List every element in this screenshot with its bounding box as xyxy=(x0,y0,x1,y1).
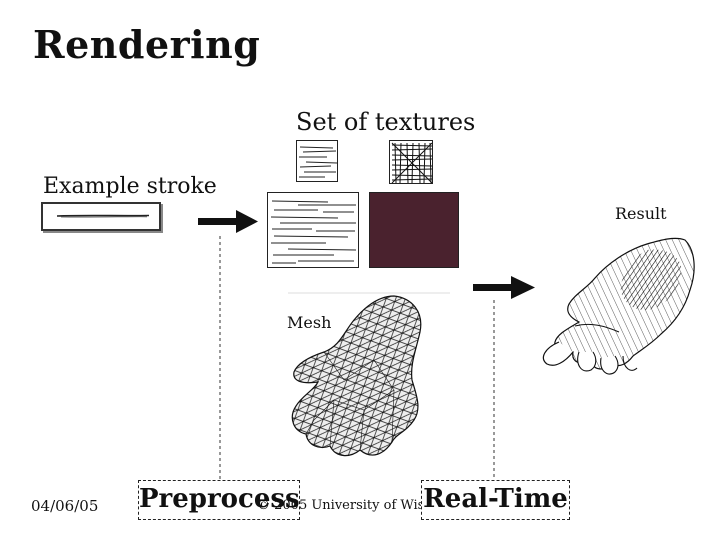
texture-light-small xyxy=(296,140,338,182)
realtime-label: Real-Time xyxy=(423,484,568,514)
example-stroke-label: Example stroke xyxy=(43,174,217,199)
slide-title: Rendering xyxy=(33,22,261,67)
right-arrow-icon xyxy=(473,276,535,299)
result-label: Result xyxy=(615,204,667,223)
right-arrow-icon xyxy=(198,210,258,233)
slide-date: 04/06/05 xyxy=(31,497,99,515)
preprocess-stage-box: Preprocess xyxy=(138,480,300,520)
textures-label: Set of textures xyxy=(296,108,476,136)
mesh-label: Mesh xyxy=(287,313,332,332)
mesh-hand-icon xyxy=(291,295,422,457)
rendered-hand-icon xyxy=(542,237,695,375)
stroke-line-icon xyxy=(56,214,150,218)
copyright-footer: © 2005 University of Wisconsin xyxy=(257,498,468,513)
preprocess-label: Preprocess xyxy=(139,484,300,514)
texture-light-large xyxy=(267,192,359,268)
texture-dark-large xyxy=(369,192,459,268)
example-stroke-image xyxy=(41,202,161,231)
texture-dark-small xyxy=(389,140,433,184)
realtime-stage-box: Real-Time xyxy=(421,480,570,520)
